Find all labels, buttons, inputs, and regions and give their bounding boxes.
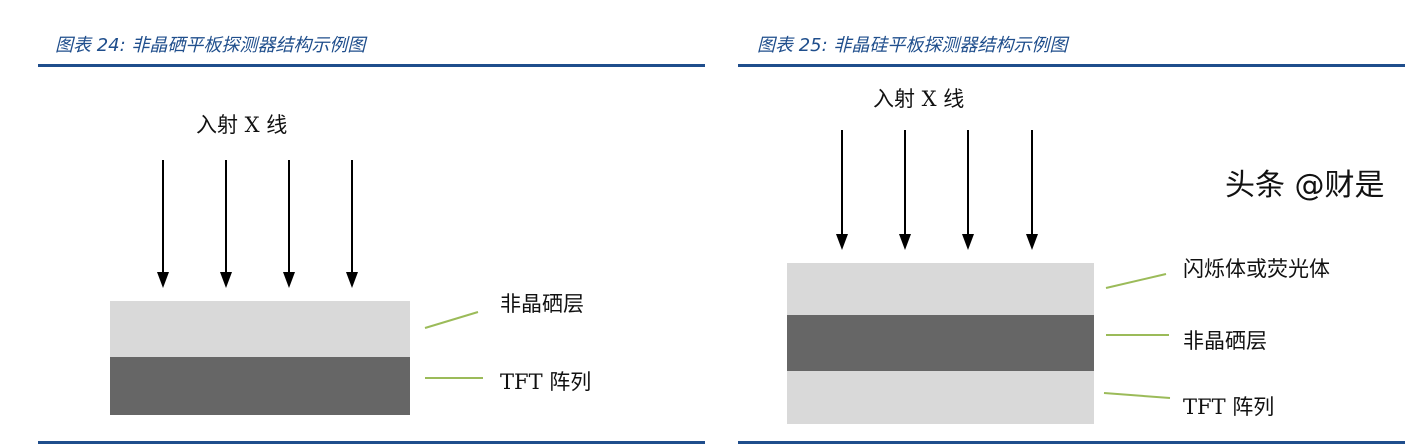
arrow-head [962, 234, 974, 250]
top-rule-right [738, 64, 1405, 67]
scintillator-layer [787, 263, 1094, 315]
watermark: 头条 @财是 [1225, 168, 1385, 203]
tft-array-layer-right [787, 371, 1094, 424]
arrow-head [157, 272, 169, 288]
incident-xray-label-left: 入射 X 线 [196, 113, 288, 137]
bottom-rule-right [738, 441, 1405, 444]
arrow-head [1026, 234, 1038, 250]
leader-line [1105, 273, 1167, 289]
tft-array-layer-left [110, 357, 410, 415]
arrow-head [346, 272, 358, 288]
layer-label-right-2: 非晶硒层 [1183, 329, 1267, 353]
amorphous-selenium-layer [110, 301, 410, 357]
incident-xray-label-right: 入射 X 线 [873, 87, 965, 111]
arrow-head [283, 272, 295, 288]
arrow-head [836, 234, 848, 250]
layer-label-right-1: 闪烁体或荧光体 [1183, 257, 1330, 281]
bottom-rule-left [38, 441, 705, 444]
arrow-head [220, 272, 232, 288]
layer-label-right-3: TFT 阵列 [1183, 395, 1275, 419]
figure-25-title: 图表 25: 非晶硅平板探测器结构示例图 [757, 35, 1068, 56]
figure-24-title: 图表 24: 非晶硒平板探测器结构示例图 [55, 35, 366, 56]
layer-label-left-2: TFT 阵列 [500, 370, 592, 394]
leader-line [424, 311, 479, 329]
layer-label-left-1: 非晶硒层 [500, 292, 584, 316]
top-rule-left [38, 64, 705, 67]
leader-line [1103, 392, 1171, 399]
arrow-head [899, 234, 911, 250]
amorphous-layer-right [787, 315, 1094, 371]
